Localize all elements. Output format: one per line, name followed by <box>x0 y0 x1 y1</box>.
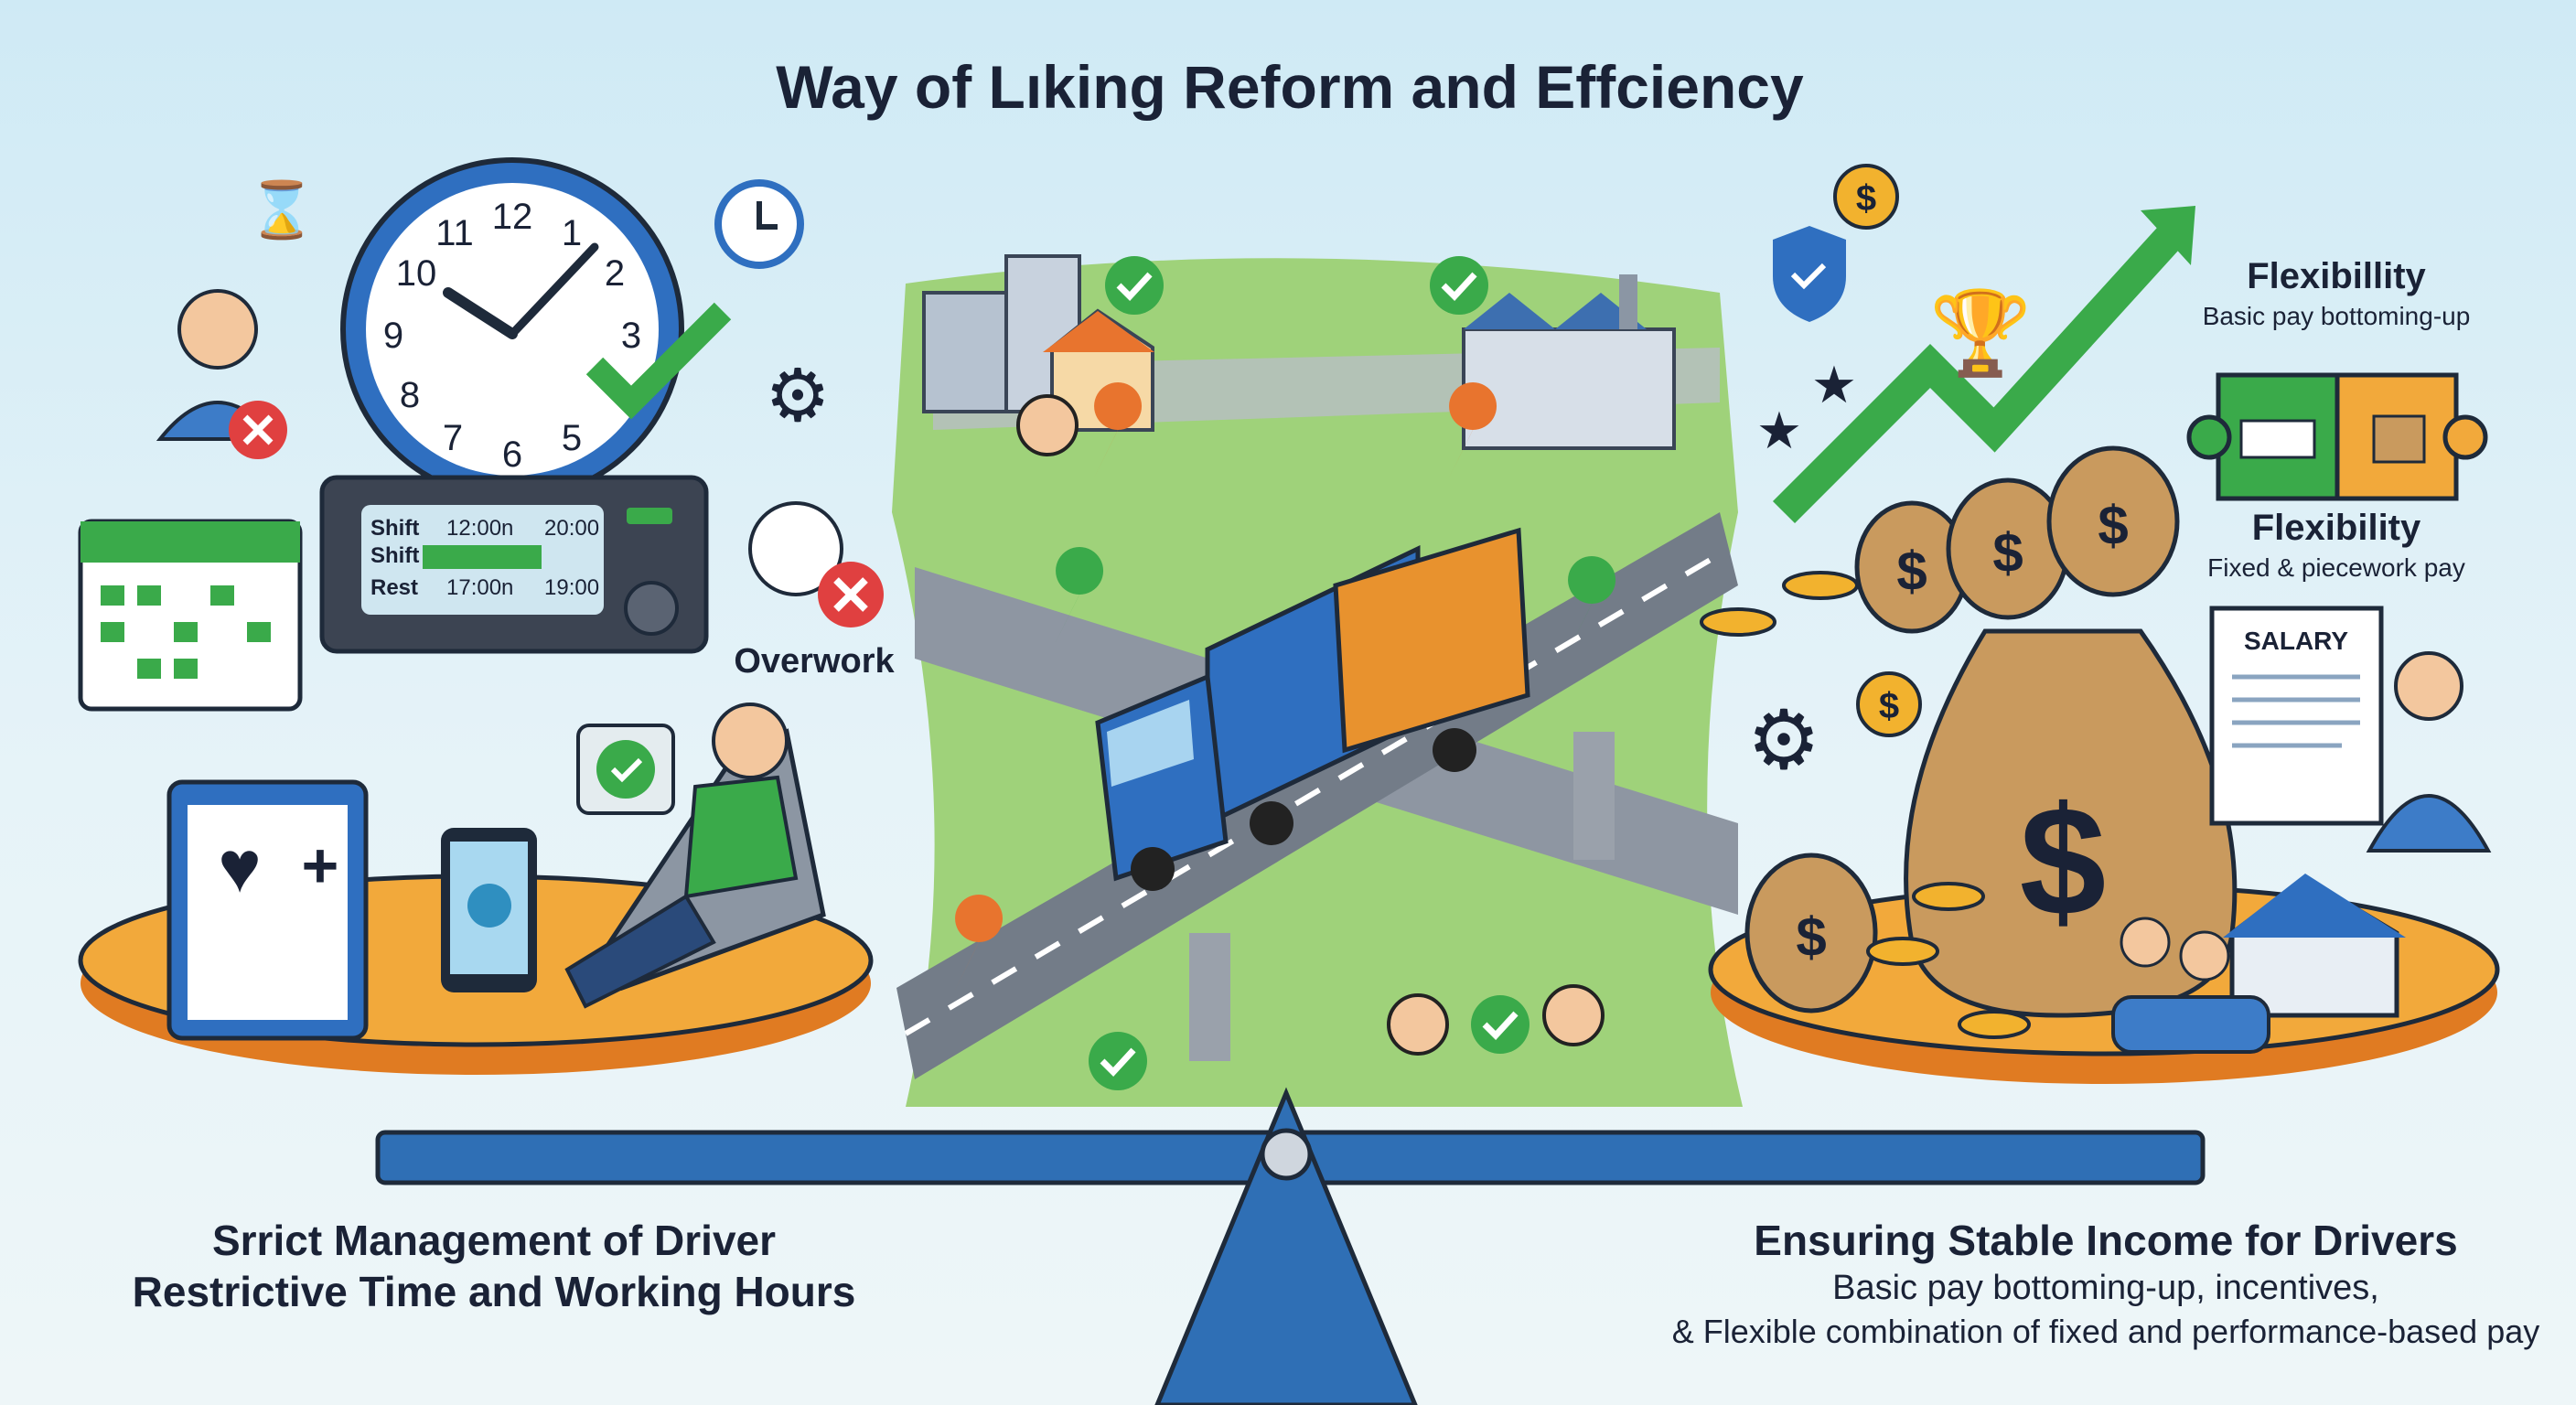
svg-text:9: 9 <box>383 316 403 356</box>
svg-text:20:00: 20:00 <box>544 516 599 541</box>
flexibility-title-2: Flexibility <box>2252 508 2421 548</box>
smartphone-icon <box>441 828 537 992</box>
right-caption-line1: Basic pay bottoming-up, incentives, <box>1832 1269 2379 1307</box>
svg-text:$: $ <box>1796 906 1826 968</box>
check-badge-icon <box>576 724 675 815</box>
overwork-icon <box>748 501 884 627</box>
check-icon <box>1105 256 1164 315</box>
svg-text:$: $ <box>2098 495 2128 556</box>
svg-text:$: $ <box>1896 541 1927 602</box>
svg-text:2: 2 <box>605 253 625 294</box>
check-icon <box>1471 995 1530 1054</box>
gear-icon: ⚙ <box>1747 695 1821 787</box>
page-title: Way of Lıking Reform and Effciency <box>776 53 1804 121</box>
svg-text:♥: ♥ <box>218 826 262 907</box>
star-icon: ★ <box>1811 356 1857 413</box>
tachograph-device: Shift 12:00n 20:00 Shift Rest 17:00n 19:… <box>319 475 709 654</box>
svg-text:12: 12 <box>492 197 533 237</box>
svg-text:$: $ <box>1856 178 1876 219</box>
dial-knob <box>624 581 679 636</box>
flexibility-subtitle-1: Basic pay bottoming-up <box>2203 302 2471 330</box>
location-pin-icon <box>955 895 1004 990</box>
hourglass-icon: ⌛ <box>248 178 317 241</box>
shift-progress-bar <box>423 545 542 569</box>
factory <box>1462 327 1676 450</box>
family-home-icon <box>2111 874 2406 1054</box>
package-icon <box>2372 414 2426 464</box>
svg-text:$: $ <box>1879 686 1899 726</box>
overwork-label: Overwork <box>734 642 895 681</box>
svg-text:SALARY: SALARY <box>2244 627 2348 655</box>
small-clock-icon <box>714 179 804 269</box>
flexibility-title-1: Flexibillity <box>2247 256 2426 296</box>
check-icon <box>1089 1032 1147 1090</box>
location-pin-icon <box>1056 547 1104 642</box>
person-icon <box>1542 984 1605 1046</box>
svg-text:Shift: Shift <box>370 516 419 541</box>
svg-text:12:00n: 12:00n <box>446 516 513 541</box>
tired-driver-icon <box>156 289 287 459</box>
svg-text:Shift: Shift <box>370 543 419 568</box>
person-icon <box>1016 394 1079 456</box>
location-pin-icon <box>1449 382 1497 477</box>
svg-text:1: 1 <box>562 213 582 253</box>
person-icon <box>1387 993 1449 1056</box>
central-road-scene <box>892 254 1743 1107</box>
calendar-icon <box>78 519 303 712</box>
car-icon <box>2111 995 2270 1054</box>
svg-text:8: 8 <box>400 375 420 415</box>
left-caption-line2: Restrictive Time and Working Hours <box>133 1268 856 1315</box>
svg-text:+: + <box>302 830 339 901</box>
check-icon <box>1430 256 1488 315</box>
svg-text:11: 11 <box>435 213 474 253</box>
star-icon: ★ <box>1756 402 1802 459</box>
svg-text:7: 7 <box>443 418 463 458</box>
svg-text:10: 10 <box>396 253 437 294</box>
shield-icon <box>1773 226 1846 322</box>
salary-document: SALARY <box>2209 606 2492 853</box>
location-pin-icon <box>1568 556 1616 651</box>
resting-driver-icon <box>564 702 826 1009</box>
svg-text:17:00n: 17:00n <box>446 575 513 600</box>
container <box>1333 527 1530 754</box>
svg-text:19:00: 19:00 <box>544 575 599 600</box>
svg-text:Rest: Rest <box>370 575 418 600</box>
truck-icon <box>1095 527 1530 891</box>
growth-arrow-icon <box>1772 218 2189 524</box>
fulcrum <box>1154 1087 1418 1405</box>
building <box>922 291 1008 413</box>
right-caption-line2: & Flexible combination of fixed and perf… <box>1672 1313 2540 1350</box>
banknote-icon <box>2239 419 2316 459</box>
right-caption-title: Ensuring Stable Income for Drivers <box>1754 1217 2457 1264</box>
seesaw-balance <box>375 1087 2206 1405</box>
puzzle-icon <box>2186 372 2488 501</box>
location-pin-icon <box>1094 382 1143 477</box>
svg-text:6: 6 <box>502 434 522 475</box>
flexibility-subtitle-2: Fixed & piecework pay <box>2207 553 2465 582</box>
svg-text:$: $ <box>2020 775 2107 949</box>
gear-icon: ⚙ <box>765 355 831 436</box>
checkmark-icon <box>585 302 732 420</box>
svg-text:5: 5 <box>562 418 582 458</box>
clock-icon: 12 1 2 3 5 6 7 8 9 10 11 <box>340 157 732 501</box>
coin-icon: $ <box>1856 671 1922 737</box>
coin-icon: $ <box>1833 164 1899 230</box>
svg-text:$: $ <box>1992 522 2023 584</box>
trophy-icon: 🏆 <box>1929 286 2032 380</box>
left-caption-line1: Srrict Management of Driver <box>212 1217 776 1264</box>
svg-text:3: 3 <box>621 316 641 356</box>
person-icon <box>2394 651 2463 721</box>
health-clipboard-icon: ♥ + <box>166 779 369 1041</box>
